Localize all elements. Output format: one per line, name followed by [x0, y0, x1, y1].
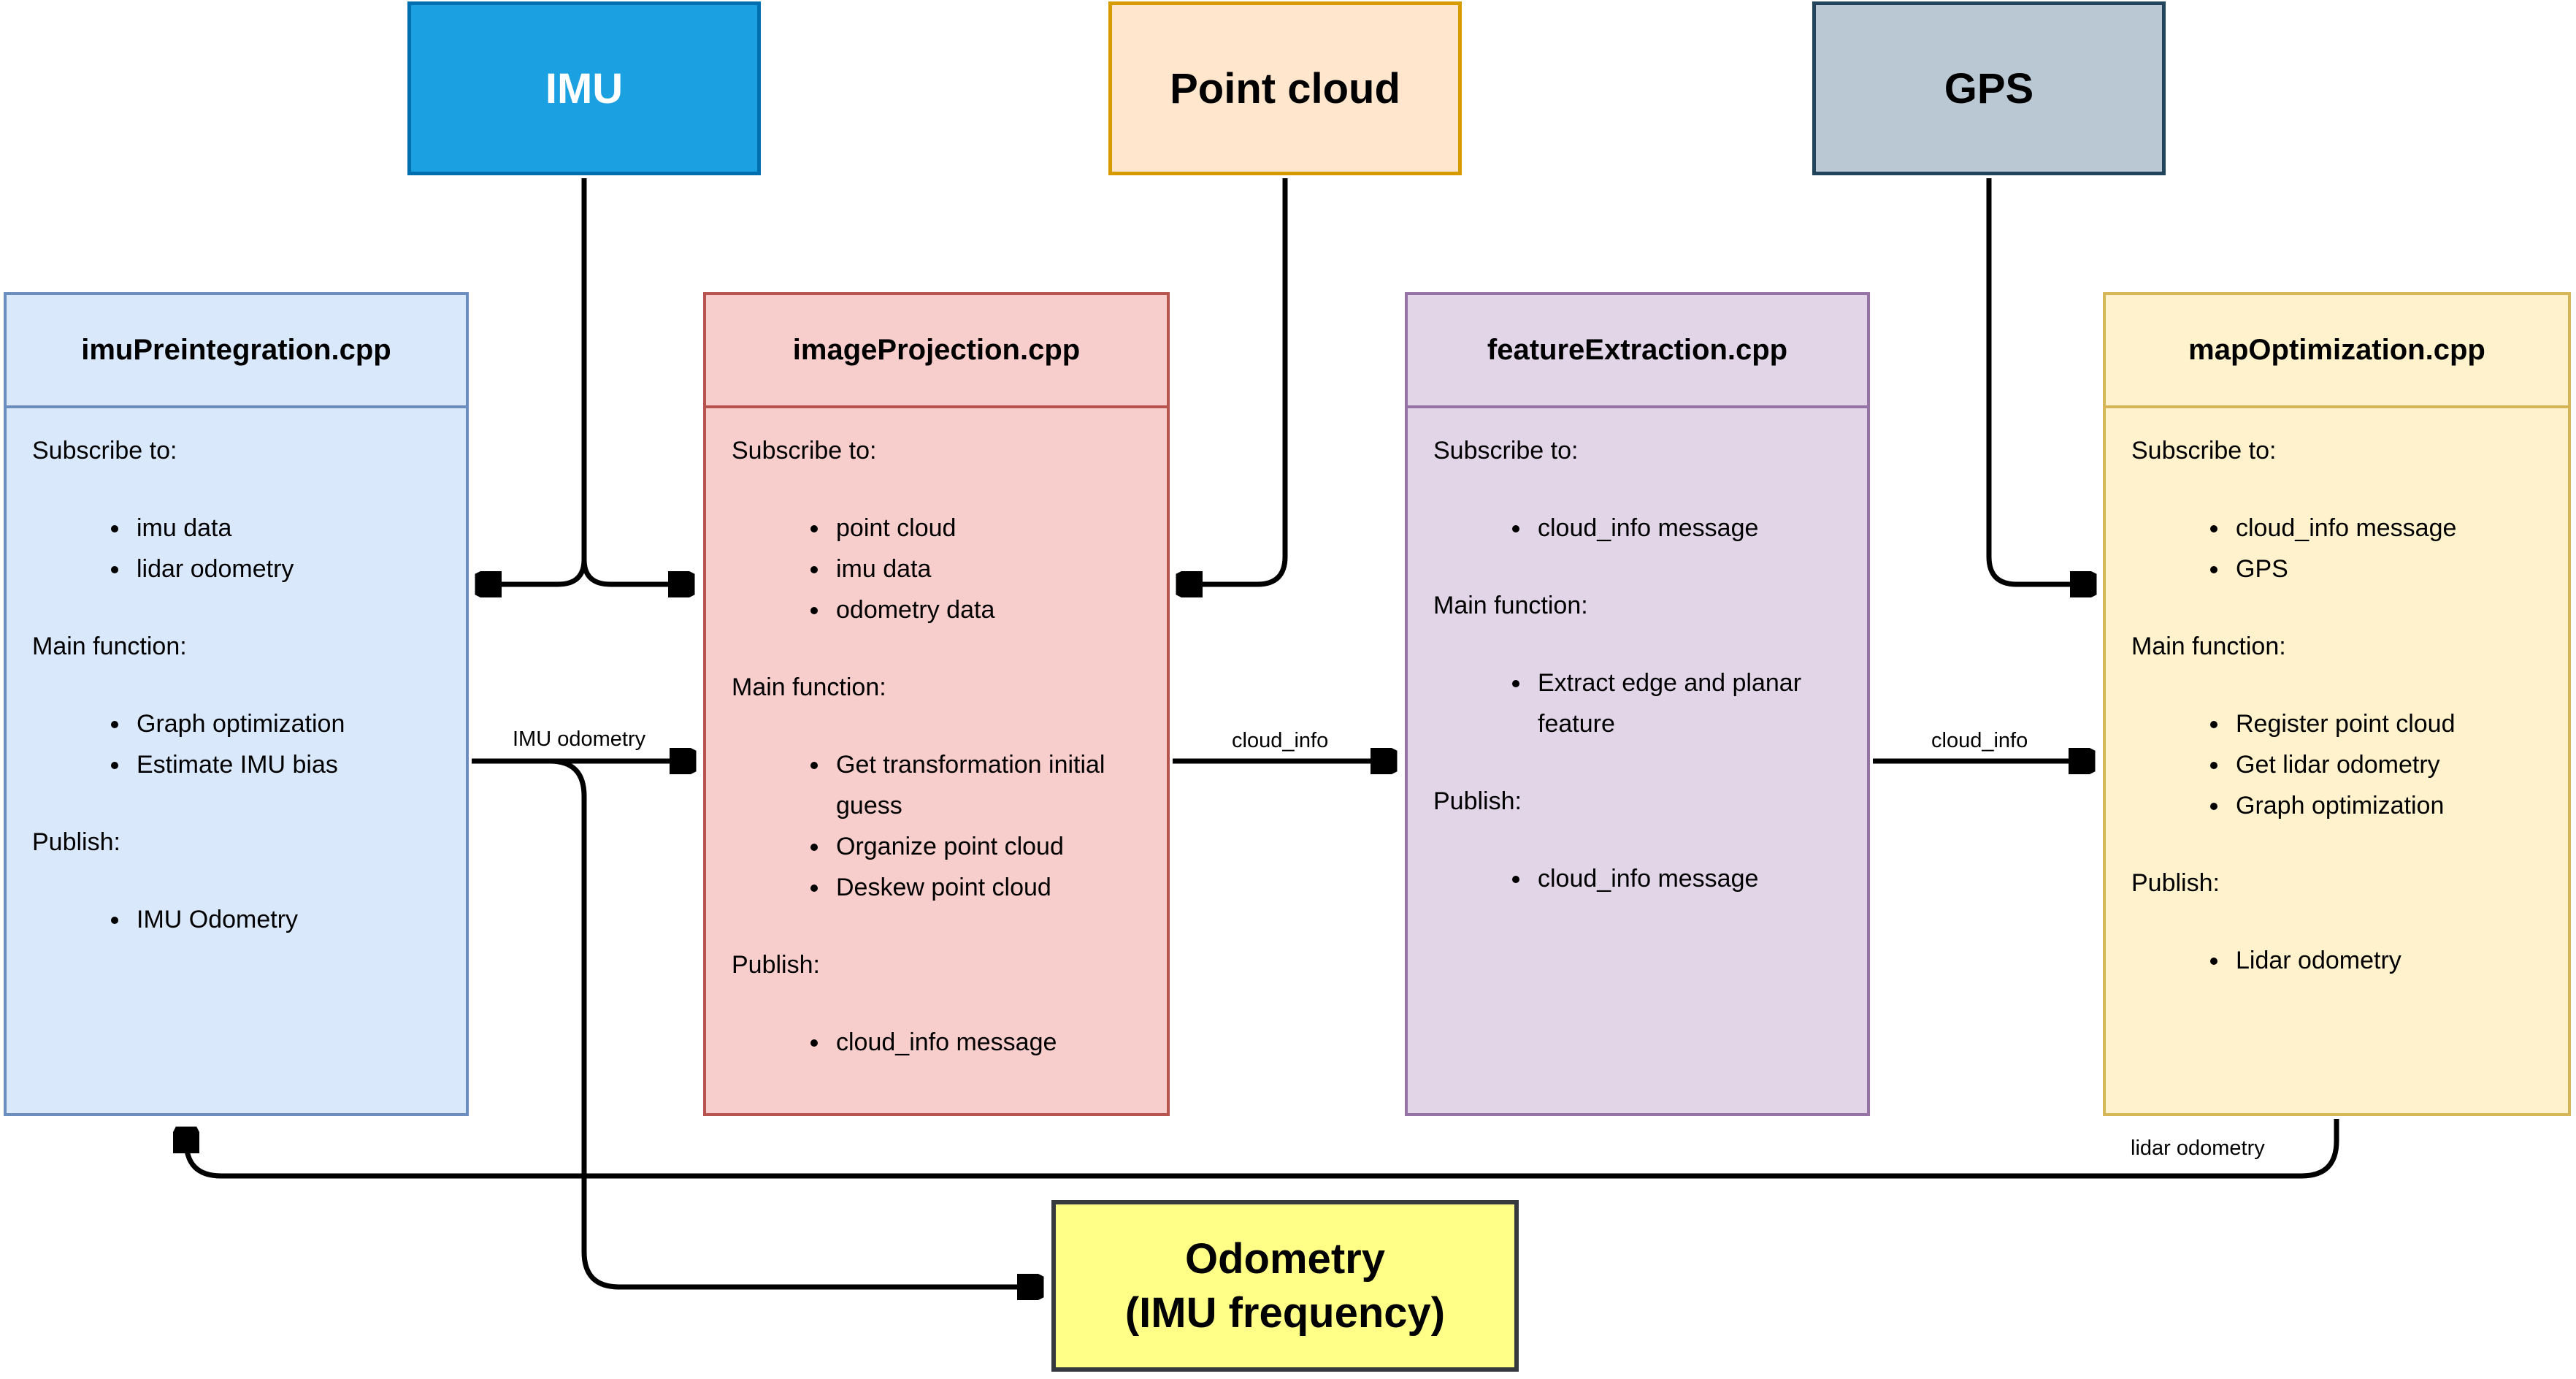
- source-box-point-cloud: Point cloud: [1108, 1, 1462, 175]
- edge-pointcloud-to-imageprojection: [1180, 178, 1288, 584]
- module-section: Publish: IMU Odometry: [32, 822, 451, 940]
- bullet-list: Get transformation initial guess Organiz…: [732, 744, 1152, 908]
- module-section: Subscribe to: imu data lidar odometry: [32, 430, 451, 589]
- module-imupreintegration: imuPreintegration.cpp Subscribe to: imu …: [4, 292, 469, 1116]
- list-item: Extract edge and planar feature: [1532, 662, 1852, 744]
- module-title: featureExtraction.cpp: [1408, 295, 1867, 408]
- list-item: Graph optimization: [2230, 785, 2553, 826]
- bullet-list: cloud_info message: [1433, 508, 1852, 549]
- module-body: Subscribe to: cloud_info message Main fu…: [1408, 408, 1867, 899]
- output-label-line1: Odometry: [1185, 1234, 1385, 1283]
- list-item: Get transformation initial guess: [830, 744, 1152, 826]
- edge-imu-to-imupreintegration: [479, 178, 587, 584]
- section-label: Subscribe to:: [32, 437, 177, 465]
- list-item: IMU Odometry: [131, 899, 451, 940]
- edge-label-cloud-info-1: cloud_info: [1232, 729, 1329, 752]
- source-label-point-cloud: Point cloud: [1170, 64, 1400, 112]
- list-item: point cloud: [830, 508, 1152, 549]
- module-body: Subscribe to: imu data lidar odometry Ma…: [7, 408, 466, 940]
- module-section: Main function: Extract edge and planar f…: [1433, 585, 1852, 744]
- edge-imu-to-imageprojection: [581, 559, 691, 584]
- edge-label-cloud-info-2: cloud_info: [1931, 729, 2028, 752]
- source-box-imu: IMU: [407, 1, 761, 175]
- list-item: cloud_info message: [1532, 858, 1852, 899]
- module-section: Main function: Register point cloud Get …: [2131, 626, 2553, 826]
- module-section: Subscribe to: cloud_info message: [1433, 430, 1852, 549]
- bullet-list: Graph optimization Estimate IMU bias: [32, 703, 451, 785]
- section-label: Publish:: [1433, 787, 1522, 815]
- module-title: mapOptimization.cpp: [2106, 295, 2568, 408]
- source-label-gps: GPS: [1944, 64, 2034, 112]
- bullet-list: point cloud imu data odometry data: [732, 508, 1152, 630]
- bullet-list: IMU Odometry: [32, 899, 451, 940]
- list-item: imu data: [131, 508, 451, 549]
- module-imageprojection: imageProjection.cpp Subscribe to: point …: [703, 292, 1170, 1116]
- bullet-list: Extract edge and planar feature: [1433, 662, 1852, 744]
- module-body: Subscribe to: cloud_info message GPS Mai…: [2106, 408, 2568, 981]
- section-label: Main function:: [32, 633, 187, 660]
- module-mapoptimization: mapOptimization.cpp Subscribe to: cloud_…: [2103, 292, 2571, 1116]
- section-label: Publish:: [32, 828, 120, 856]
- list-item: Estimate IMU bias: [131, 744, 451, 785]
- list-item: Deskew point cloud: [830, 867, 1152, 908]
- module-section: Publish: cloud_info message: [732, 944, 1152, 1063]
- bullet-list: imu data lidar odometry: [32, 508, 451, 589]
- module-body: Subscribe to: point cloud imu data odome…: [706, 408, 1167, 1063]
- output-label-line2: (IMU frequency): [1124, 1288, 1446, 1337]
- output-box-odometry: Odometry (IMU frequency): [1051, 1200, 1519, 1372]
- list-item: Get lidar odometry: [2230, 744, 2553, 785]
- module-title: imageProjection.cpp: [706, 295, 1167, 408]
- edge-label-imu-odometry: IMU odometry: [513, 727, 646, 751]
- section-label: Subscribe to:: [2131, 437, 2277, 465]
- section-label: Subscribe to:: [1433, 437, 1579, 465]
- list-item: Lidar odometry: [2230, 940, 2553, 981]
- section-label: Main function:: [2131, 633, 2286, 660]
- source-label-imu: IMU: [545, 64, 624, 112]
- list-item: cloud_info message: [1532, 508, 1852, 549]
- module-section: Publish: cloud_info message: [1433, 781, 1852, 899]
- list-item: GPS: [2230, 549, 2553, 589]
- list-item: Graph optimization: [131, 703, 451, 744]
- list-item: cloud_info message: [2230, 508, 2553, 549]
- bullet-list: cloud_info message: [732, 1022, 1152, 1063]
- module-section: Subscribe to: point cloud imu data odome…: [732, 430, 1152, 630]
- module-section: Main function: Graph optimization Estima…: [32, 626, 451, 785]
- list-item: imu data: [830, 549, 1152, 589]
- bullet-list: Lidar odometry: [2131, 940, 2553, 981]
- section-label: Main function:: [1433, 592, 1588, 619]
- list-item: cloud_info message: [830, 1022, 1152, 1063]
- module-section: Subscribe to: cloud_info message GPS: [2131, 430, 2553, 589]
- edge-label-lidar-odometry: lidar odometry: [2131, 1137, 2265, 1160]
- edge-gps-to-mapoptimization: [1986, 178, 2093, 584]
- section-label: Main function:: [732, 673, 886, 701]
- list-item: Organize point cloud: [830, 826, 1152, 867]
- module-title: imuPreintegration.cpp: [7, 295, 466, 408]
- source-box-gps: GPS: [1812, 1, 2166, 175]
- bullet-list: cloud_info message GPS: [2131, 508, 2553, 589]
- list-item: Register point cloud: [2230, 703, 2553, 744]
- edge-lidar-odometry-feedback: [186, 1119, 2339, 1179]
- bullet-list: cloud_info message: [1433, 858, 1852, 899]
- list-item: lidar odometry: [131, 549, 451, 589]
- module-section: Main function: Get transformation initia…: [732, 667, 1152, 908]
- section-label: Publish:: [732, 951, 820, 979]
- section-label: Subscribe to:: [732, 437, 877, 465]
- list-item: odometry data: [830, 589, 1152, 630]
- module-section: Publish: Lidar odometry: [2131, 863, 2553, 981]
- bullet-list: Register point cloud Get lidar odometry …: [2131, 703, 2553, 826]
- section-label: Publish:: [2131, 869, 2220, 897]
- module-featureextraction: featureExtraction.cpp Subscribe to: clou…: [1405, 292, 1870, 1116]
